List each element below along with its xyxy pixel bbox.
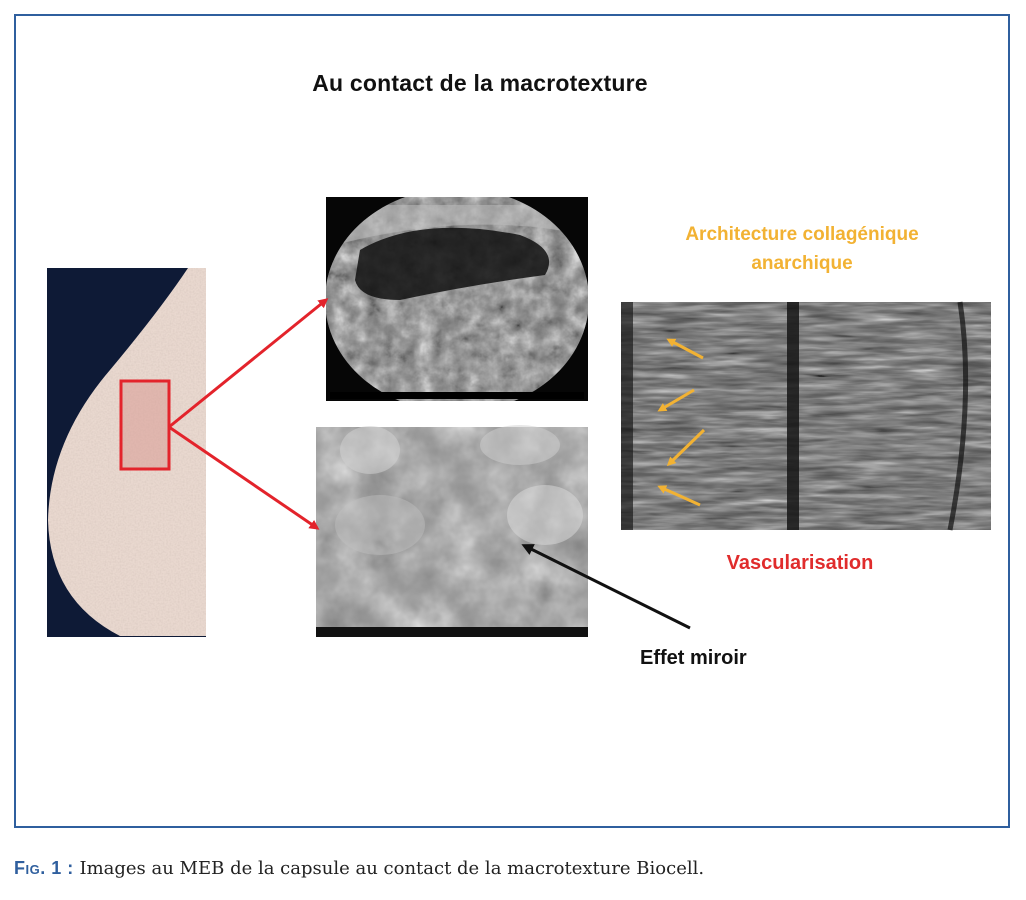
figure-caption-text: Images au MEB de la capsule au contact d… [79, 858, 705, 879]
figure-caption: Fig. 1 : Images au MEB de la capsule au … [14, 858, 704, 879]
red-arrow-top [168, 298, 329, 429]
figure-title: Au contact de la macrotexture [312, 70, 648, 96]
implant-photo [47, 268, 206, 637]
label-vascularisation: Vascularisation [726, 552, 874, 574]
sem-image-bottom [316, 425, 588, 637]
label-architecture: Architecture collagénique anarchique [628, 220, 976, 278]
label-architecture-line2: anarchique [751, 253, 853, 274]
red-arrow-bottom [168, 425, 320, 530]
black-arrow [521, 544, 691, 630]
yellow-arrows [657, 338, 706, 507]
label-effet-miroir: Effet miroir [640, 647, 747, 669]
sem-image-right [621, 301, 991, 531]
label-architecture-line1: Architecture collagénique [685, 224, 919, 245]
sem-image-top [326, 197, 588, 401]
figure-caption-label: Fig. 1 : [14, 858, 74, 878]
